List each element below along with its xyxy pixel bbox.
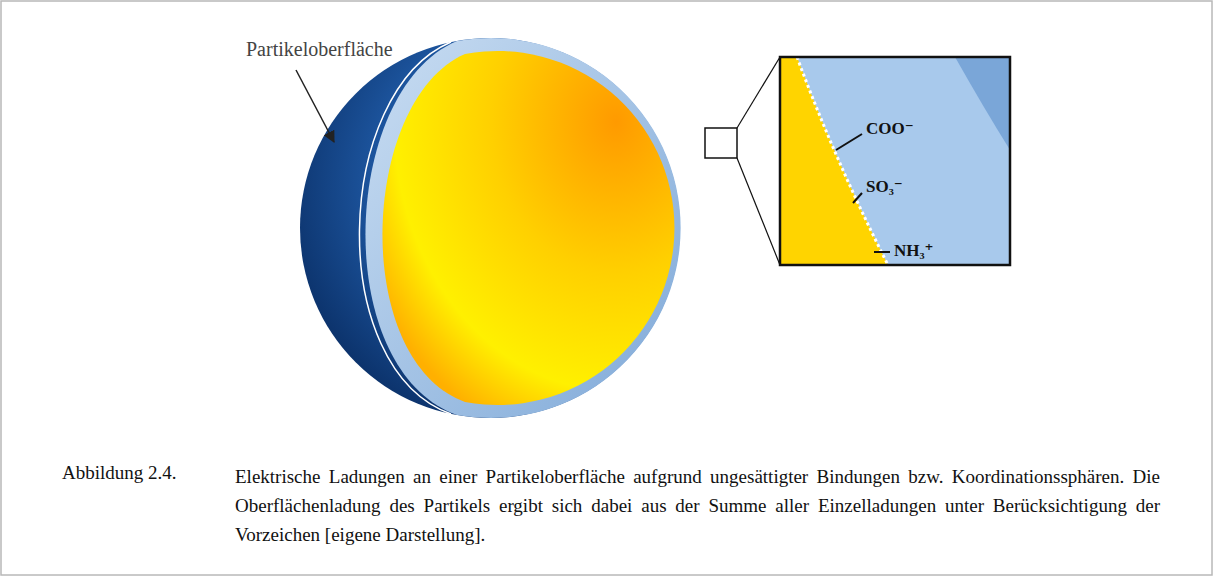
zoom-box <box>780 57 1010 265</box>
particle-shell-cut <box>365 38 680 418</box>
group-label: COO⁻ <box>866 118 914 139</box>
core-zoom <box>780 57 888 265</box>
zoom-marker <box>705 128 737 158</box>
figure-number: Abbildung 2.4. <box>62 462 177 484</box>
zoom-line <box>737 158 780 265</box>
shell-zoom <box>780 57 1010 265</box>
particle-sphere <box>300 38 680 418</box>
zoom-line <box>737 57 780 128</box>
outer-zoom <box>955 57 1010 150</box>
leader-line <box>874 251 890 253</box>
leader-line <box>836 134 862 150</box>
particle-core <box>382 51 674 405</box>
figure-caption: Elektrische Ladungen an einer Partikelob… <box>235 462 1160 549</box>
zoom-view <box>780 57 1010 265</box>
leader-line <box>853 193 862 203</box>
surface-arrow <box>296 70 334 142</box>
group-label: SO₃⁻ <box>866 176 903 197</box>
surface-zoom <box>797 57 888 265</box>
part-label: Partikeloberfläche <box>246 38 393 61</box>
group-label: NH₃⁺ <box>894 240 934 261</box>
